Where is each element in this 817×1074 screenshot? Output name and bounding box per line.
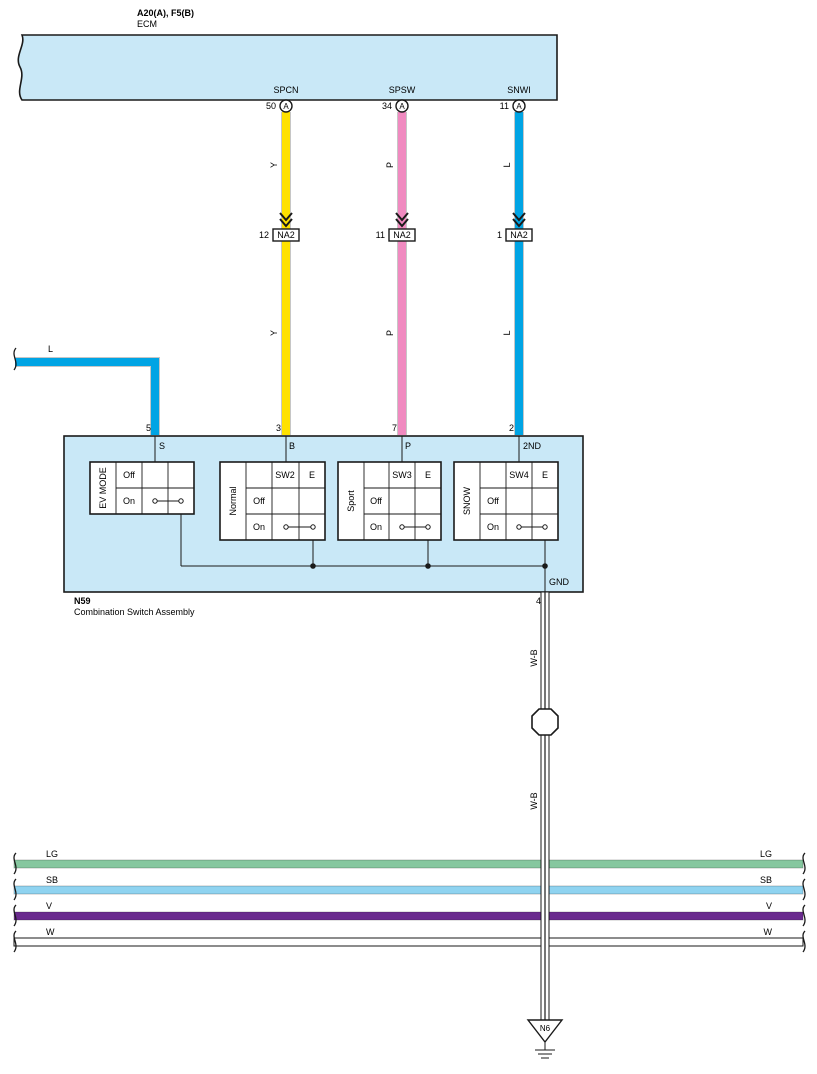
wire-label-l-lower: L — [502, 330, 512, 335]
snow-title: SNOW — [462, 486, 472, 515]
ecm-pin-spcn: A 50 — [266, 99, 293, 113]
svg-text:A: A — [283, 102, 289, 111]
bus-wire-w — [13, 937, 804, 947]
ground-label: N6 — [540, 1024, 551, 1033]
bus-label-sb-left: SB — [46, 875, 58, 885]
ecm-pin-snwi-name: SNWI — [507, 85, 531, 95]
pin-num-s: 5 — [146, 423, 151, 433]
pin-name-gnd: GND — [549, 577, 570, 587]
bus-label-lg-right: LG — [760, 849, 772, 859]
ecm-pin-snwi-num: 11 — [500, 101, 509, 111]
pin-name-p: P — [405, 441, 411, 451]
splice-dot — [310, 563, 316, 569]
sport-e-label: E — [425, 470, 431, 480]
sw4-label: SW4 — [509, 470, 529, 480]
switch-assembly-id: N59 — [74, 596, 91, 606]
svg-text:NA2: NA2 — [393, 230, 411, 240]
sw2-label: SW2 — [275, 470, 295, 480]
pin-num-b: 3 — [276, 423, 281, 433]
svg-text:1: 1 — [497, 230, 502, 240]
ev-mode-switch-table: EV MODE Off On — [89, 461, 195, 515]
ev-mode-title: EV MODE — [98, 467, 108, 509]
pin-name-b: B — [289, 441, 295, 451]
wire-label-p-upper: P — [385, 162, 395, 168]
svg-text:A: A — [399, 102, 405, 111]
wire-label-l-upper: L — [502, 162, 512, 167]
wire-label-y-lower: Y — [269, 330, 279, 336]
splice-dot — [542, 563, 548, 569]
junction-na2-11: NA2 11 — [376, 212, 416, 242]
wire-label-wb-lower: W-B — [529, 792, 539, 809]
wire-spcn — [281, 112, 291, 435]
snow-switch-table: SNOW SW4 E Off On — [453, 461, 559, 541]
ecm-pin-spcn-name: SPCN — [273, 85, 298, 95]
ev-on-label: On — [123, 496, 135, 506]
svg-text:NA2: NA2 — [510, 230, 528, 240]
pin-num-gnd: 4 — [536, 596, 541, 606]
ecm-box: A20(A), F5(B) ECM — [17, 8, 558, 101]
normal-on-label: On — [253, 522, 265, 532]
ecm-pin-spsw-name: SPSW — [389, 85, 416, 95]
bus-wire-v — [13, 911, 804, 921]
wire-label-y-upper: Y — [269, 162, 279, 168]
pin-num-p: 7 — [392, 423, 397, 433]
wire-break-marks — [13, 852, 806, 953]
snow-off-label: Off — [487, 496, 499, 506]
bus-label-w-left: W — [46, 927, 55, 937]
sport-off-label: Off — [370, 496, 382, 506]
ecm-pin-spsw-num: 34 — [382, 101, 392, 111]
ecm-pin-spsw: A 34 — [382, 99, 409, 113]
ground-symbol-icon: N6 — [526, 1019, 564, 1059]
wire-label-l-input: L — [48, 344, 53, 354]
normal-e-label: E — [309, 470, 315, 480]
wire-gnd: W-B W-B — [529, 591, 550, 1021]
splice-dot — [425, 563, 431, 569]
splice-octagon-icon — [531, 708, 559, 736]
sw3-label: SW3 — [392, 470, 412, 480]
svg-text:11: 11 — [376, 230, 385, 240]
wire-label-wb-upper: W-B — [529, 649, 539, 666]
switch-contact-icon — [516, 524, 548, 530]
bus-wire-lg — [13, 859, 804, 869]
svg-text:A: A — [516, 102, 522, 111]
bus-label-sb-right: SB — [760, 875, 772, 885]
ev-off-label: Off — [123, 470, 135, 480]
switch-contact-icon — [152, 498, 184, 504]
normal-switch-table: Normal SW2 E Off On — [219, 461, 326, 541]
wire-s-input: L — [13, 344, 160, 435]
wire-spsw — [397, 112, 407, 435]
normal-off-label: Off — [253, 496, 265, 506]
snow-e-label: E — [542, 470, 548, 480]
sport-on-label: On — [370, 522, 382, 532]
ecm-connector-label: A20(A), F5(B) — [137, 8, 194, 18]
switch-assembly-name: Combination Switch Assembly — [74, 607, 195, 617]
switch-contact-icon — [399, 524, 431, 530]
junction-na2-1: NA2 1 — [497, 212, 533, 242]
bus-label-v-left: V — [46, 901, 52, 911]
sport-title: Sport — [346, 490, 356, 512]
svg-text:12: 12 — [259, 230, 269, 240]
bus-label-lg-left: LG — [46, 849, 58, 859]
wire-snwi — [514, 112, 524, 435]
junction-na2-12: NA2 12 — [259, 212, 300, 242]
bus-label-w-right: W — [764, 927, 773, 937]
switch-contact-icon — [283, 524, 316, 530]
ecm-pin-spcn-num: 50 — [266, 101, 276, 111]
svg-text:NA2: NA2 — [277, 230, 295, 240]
wire-label-p-lower: P — [385, 330, 395, 336]
pin-num-2nd: 2 — [509, 423, 514, 433]
ecm-pin-snwi: A 11 — [500, 99, 526, 113]
pin-name-2nd: 2ND — [523, 441, 542, 451]
bus-label-v-right: V — [766, 901, 772, 911]
ecm-title: ECM — [137, 19, 157, 29]
normal-title: Normal — [228, 486, 238, 515]
snow-on-label: On — [487, 522, 499, 532]
pin-name-s: S — [159, 441, 165, 451]
sport-switch-table: Sport SW3 E Off On — [337, 461, 442, 541]
bus-wire-sb — [13, 885, 804, 895]
